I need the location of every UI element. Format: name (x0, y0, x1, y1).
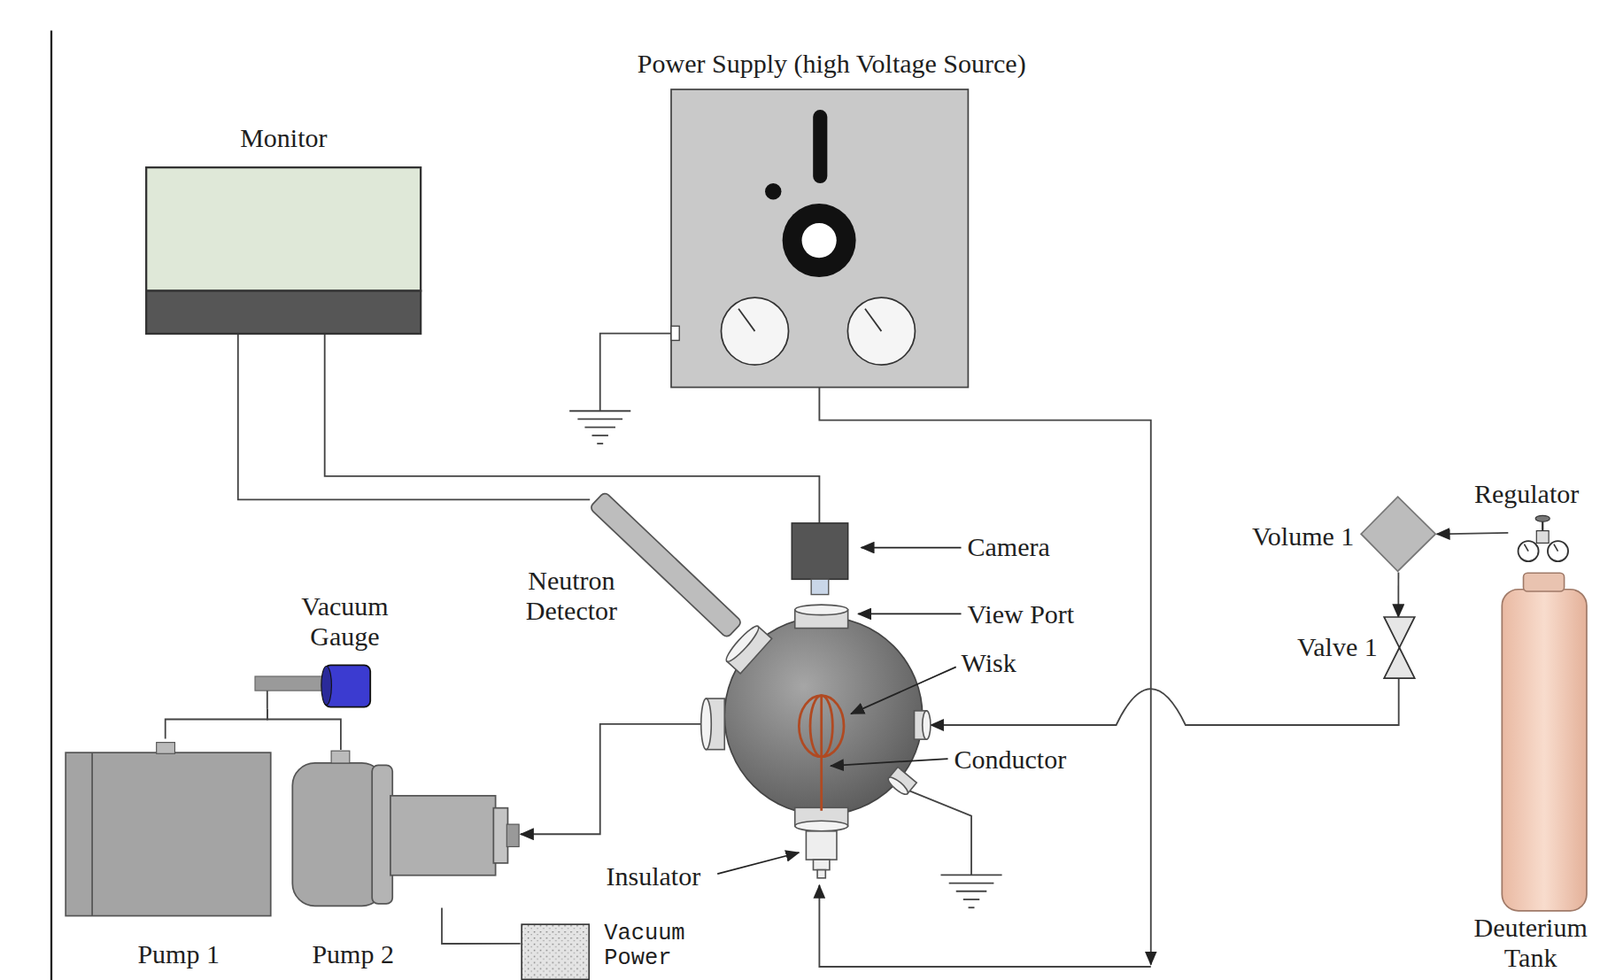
gas-regulator: Regulator (1507, 513, 1577, 565)
pump: Pump 2 (290, 749, 520, 909)
valve-symbol-shape (1383, 617, 1415, 679)
vacuum-gauge-shape (255, 663, 373, 710)
node-label: Volume 1 (1252, 521, 1354, 552)
leader-lines (717, 548, 961, 875)
pump-shape (64, 738, 272, 918)
callout-label: Camera (967, 532, 1051, 563)
callout-label: Wisk (961, 648, 1017, 679)
vacuum-gauge: Vacuum Gauge (255, 663, 373, 710)
node-label: Power Supply (high Voltage Source) (637, 48, 1027, 79)
volume-diamond-shape (1360, 495, 1437, 572)
pipe-connector (441, 908, 521, 944)
pipe-connector (1437, 533, 1509, 534)
valve-symbol: Valve 1 (1383, 617, 1415, 679)
node-label: Pump 1 (137, 939, 220, 970)
callout-label: Conductor (954, 744, 1067, 775)
ground-symbol (569, 410, 1002, 908)
vacuum-chamber (701, 604, 931, 879)
node-label: Regulator (1474, 479, 1579, 510)
node-label: Monitor (239, 123, 327, 154)
gas-regulator-shape (1507, 513, 1577, 565)
pipe-connector (267, 709, 341, 750)
gas-tank: Deuterium Tank (1499, 571, 1593, 913)
camera (791, 523, 848, 596)
volume-diamond: Volume 1 (1360, 495, 1437, 572)
pipe-connector (1397, 572, 1400, 619)
power-supply-shape (671, 89, 968, 388)
pump: Pump 1 (64, 738, 272, 918)
power-box: Vacuum Power (520, 923, 590, 980)
node-label: Vacuum Power (603, 921, 694, 973)
monitor-shape (145, 166, 422, 335)
margin-rule (50, 30, 53, 980)
callout-label: Neutron Detector (505, 565, 639, 626)
insulator (805, 831, 837, 879)
wires (238, 333, 1400, 967)
gas-tank-shape (1499, 571, 1593, 913)
wisk (798, 695, 844, 812)
node-label: Vacuum Gauge (288, 591, 402, 651)
power-supply: Power Supply (high Voltage Source) (671, 89, 968, 388)
callout-label: View Port (967, 599, 1075, 630)
callout-label: Insulator (606, 861, 702, 892)
pump-shape (290, 749, 520, 909)
node-label: Deuterium Tank (1467, 912, 1595, 973)
pipe-connector (165, 709, 268, 739)
monitor: Monitor (145, 166, 422, 335)
node-label: Pump 2 (311, 939, 395, 970)
node-label: Valve 1 (1297, 632, 1378, 663)
power-box-shape (520, 923, 590, 980)
